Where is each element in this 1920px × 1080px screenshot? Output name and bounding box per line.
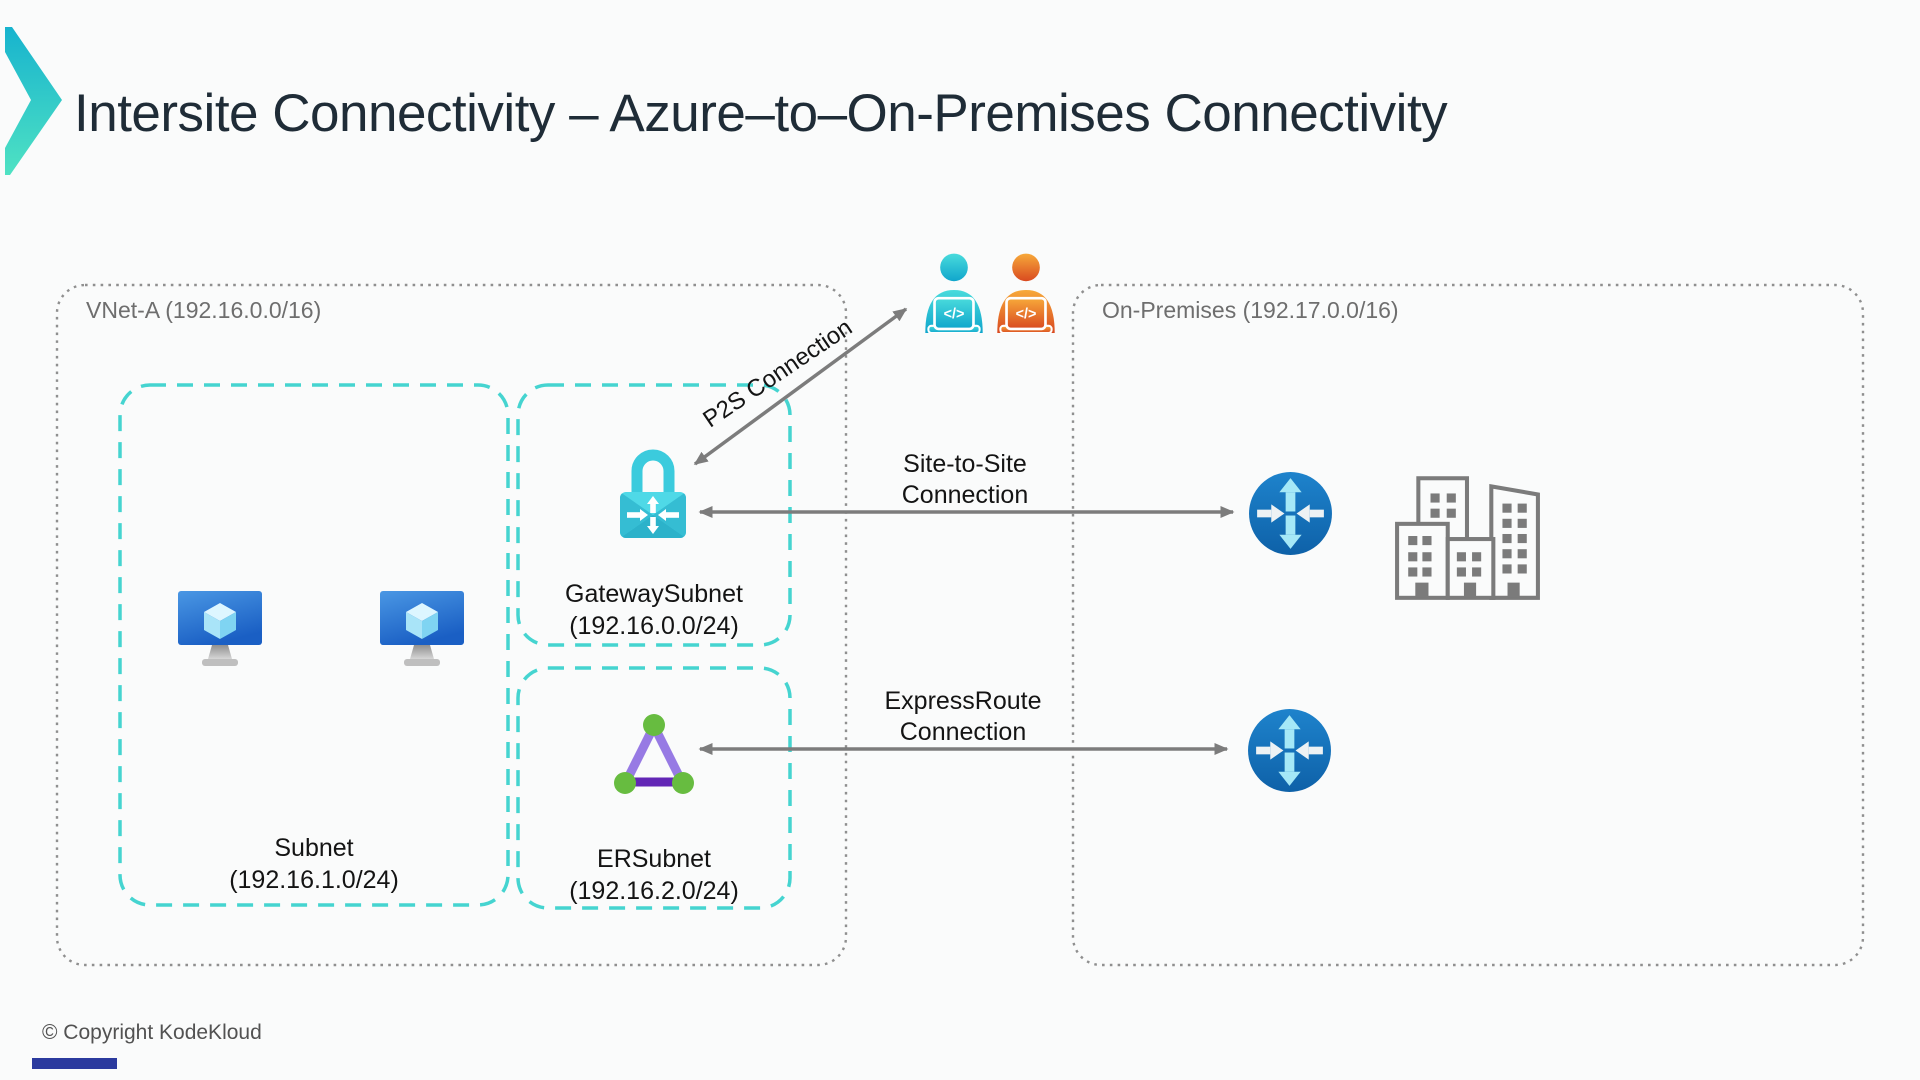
gateway-subnet-label: GatewaySubnet (192.16.0.0/24) — [518, 578, 790, 642]
on-premises-label: On-Premises (192.17.0.0/16) — [1102, 297, 1399, 323]
subnet-box — [118, 383, 510, 907]
page-title: Intersite Connectivity – Azure–to–On-Pre… — [74, 84, 1448, 143]
expressroute-circuit-icon — [614, 714, 694, 794]
subnet-cidr: (192.16.1.0/24) — [229, 866, 399, 894]
er-subnet-name: ERSubnet — [597, 845, 711, 873]
vm-icon — [178, 591, 262, 666]
vpn-gateway-lock-icon — [620, 449, 686, 538]
code-glyph: </> — [1016, 307, 1037, 323]
subnet-label: Subnet (192.16.1.0/24) — [120, 832, 508, 896]
er-subnet-label: ERSubnet (192.16.2.0/24) — [518, 843, 790, 907]
vnet-box — [55, 283, 848, 967]
router-icon-bottom — [1248, 709, 1331, 792]
router-icon-top — [1249, 472, 1332, 555]
gateway-subnet-cidr: (192.16.0.0/24) — [569, 612, 739, 640]
on-premises-box — [1071, 283, 1865, 967]
vnet-label: VNet-A (192.16.0.0/16) — [86, 297, 322, 323]
vm-icon — [380, 591, 464, 666]
developer-orange-icon: </> — [997, 253, 1055, 333]
site-to-site-label: Site-to-Site Connection — [901, 450, 1029, 509]
gateway-subnet-name: GatewaySubnet — [565, 580, 743, 608]
developer-teal-icon: </> — [925, 253, 983, 333]
er-subnet-cidr: (192.16.2.0/24) — [569, 877, 739, 905]
expressroute-label: ExpressRoute Connection — [884, 687, 1042, 746]
office-building-icon — [1395, 476, 1540, 600]
chevron-logo — [5, 27, 62, 175]
code-glyph: </> — [944, 307, 965, 323]
p2s-connection-arrow — [693, 307, 908, 466]
copyright-text: © Copyright KodeKloud — [42, 1021, 262, 1044]
footer-accent-bar — [32, 1058, 117, 1069]
subnet-name: Subnet — [274, 834, 354, 862]
